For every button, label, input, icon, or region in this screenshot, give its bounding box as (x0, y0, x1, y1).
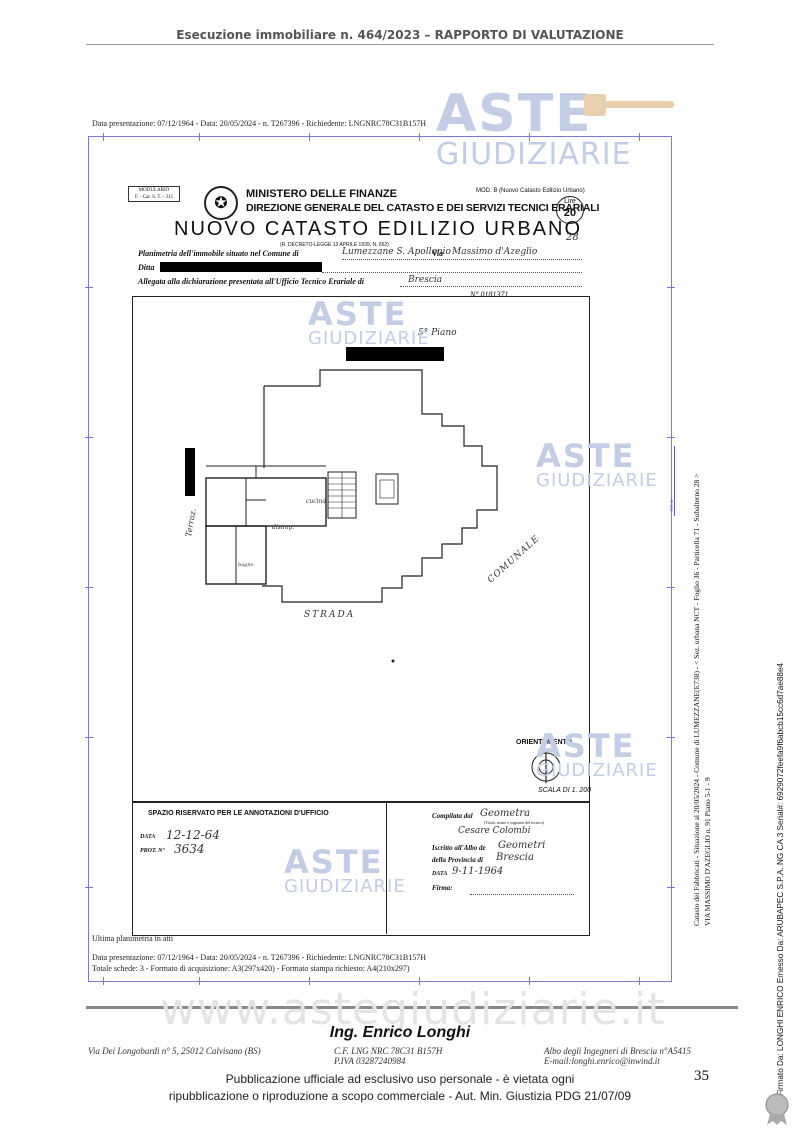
side-blue-mark (674, 446, 675, 516)
page-number: 35 (694, 1068, 709, 1084)
planimetria-line (342, 259, 582, 260)
lire-stamp: Lire 20 (556, 196, 584, 224)
direction-name: DIREZIONE GENERALE DEL CATASTO E DEI SER… (246, 202, 600, 214)
mod-b-label: MOD. B (Nuovo Catasto Edilizio Urbano) (476, 188, 585, 194)
ministry-name: MINISTERO DELLE FINANZE (246, 188, 397, 200)
publication-line-1: Pubblicazione ufficiale ad esclusivo uso… (225, 1072, 575, 1086)
firma-label: Firma: (432, 884, 453, 892)
footer-address: Via Dei Longobardi n° 5, 25012 Calvisano… (88, 1046, 261, 1056)
compilata-note: (Titolo, nome e cognome del tecnico) (484, 820, 545, 825)
emblem-icon: ✪ (204, 186, 238, 220)
footer-cf: C.F. LNG NRC 78C31 B157H (334, 1046, 443, 1056)
redaction-bar-owner (160, 262, 322, 272)
ufficio-value: Brescia (408, 275, 443, 285)
via-label: Via (432, 249, 444, 258)
gavel-icon (580, 90, 676, 120)
provincia-value: Brescia (496, 852, 534, 863)
allegata-label: Allegata alla dichiarazione presentata a… (138, 277, 364, 286)
watermark-office: ASTE GIUDIZIARIE (284, 843, 406, 897)
redaction-bar-plan (346, 347, 444, 361)
office-prot-label: PROT. N° (140, 848, 165, 854)
data2-value: 9-11-1964 (452, 866, 504, 877)
iscritto-label: Iscritto all'Albo de (432, 844, 486, 852)
footer-rule (86, 1006, 738, 1009)
bottom-meta-2: Totale schede: 3 - Formato di acquisizio… (92, 964, 410, 973)
bagno-label: bagno (238, 562, 254, 568)
decree-text: (R. DECRETO-LEGGE 13 APRILE 1939, N. 652… (280, 242, 389, 248)
header-rule (86, 44, 714, 45)
watermark-lower: ASTE GIUDIZIARIE (536, 727, 658, 781)
page-header-title: Esecuzione immobiliare n. 464/2023 – RAP… (176, 28, 624, 42)
office-annotations-box (132, 802, 590, 936)
watermark-right: ASTE GIUDIZIARIE (536, 437, 658, 491)
office-title: SPAZIO RISERVATO PER LE ANNOTAZIONI D'UF… (148, 810, 329, 817)
bottom-meta-1: Data presentazione: 07/12/1964 - Data: 2… (92, 953, 427, 962)
pratica-number: N° 0181371 (470, 290, 509, 299)
footer-watermark-site: www.astegiudiziarie.it (160, 984, 666, 1035)
side-cadastral-text: Catasto dei Fabbricati - Situazione al 2… (692, 473, 701, 926)
floor-plan-box (132, 296, 590, 802)
tecnico-name: Cesare Colombi (458, 826, 531, 836)
iscritto-value: Geometri (498, 840, 546, 851)
footer-engineer-name: Ing. Enrico Longhi (329, 1024, 471, 1041)
allegata-line (400, 286, 582, 287)
planimetria-label: Planimetria dell'immobile situato nel Co… (138, 249, 299, 258)
side-address-text: VIA MASSIMO D'AZEGLIO n. 91 Piano 5-1 - … (703, 777, 712, 926)
compilata-label: Compilata dal (432, 812, 473, 820)
firma-line (470, 894, 574, 895)
cucina-label: cucina (306, 498, 326, 505)
catasto-title: NUOVO CATASTO EDILIZIO URBANO (174, 218, 583, 240)
footer-piva: P.IVA 03287240984 (334, 1056, 406, 1066)
office-date-label: DATA (140, 834, 156, 840)
watermark-plan: ASTE GIUDIZIARIE (308, 295, 430, 349)
seal-badge-icon (762, 1092, 792, 1126)
modulario-box: MODULARIO F. - Cat. S. T. - 315 (128, 186, 180, 202)
via-value: Massimo d'Azeglio (452, 247, 538, 257)
ultima-planimetria: Ultima planimetria in atti (92, 934, 174, 943)
cadastral-frame (85, 133, 675, 985)
ditta-label: Ditta (138, 263, 155, 272)
office-prot-value: 3634 (174, 842, 205, 856)
floor-label: 5° Piano (418, 328, 457, 338)
watermark-top: ASTE GIUDIZIARIE (436, 84, 632, 172)
data2-label: DATA (432, 871, 448, 877)
comune-value: Lumezzane S. Apollonio (342, 247, 451, 257)
redaction-bar-side (185, 448, 195, 496)
scale-label: SCALA DI 1. 200 (538, 787, 592, 794)
footer-email: E-mail:longhi.enrico@inwind.it (544, 1056, 660, 1066)
office-date-value: 12-12-64 (166, 828, 220, 842)
sheet-number: 28 (566, 232, 579, 243)
floor-plan-drawing (205, 369, 561, 783)
strada-label: STRADA (304, 610, 356, 620)
ditta-line (322, 272, 582, 273)
compilata-value: Geometra (480, 808, 531, 819)
top-meta: Data presentazione: 07/12/1964 - Data: 2… (92, 119, 427, 128)
office-left-panel (132, 802, 387, 934)
provincia-label: della Provincia di (432, 856, 483, 864)
orientation-label: ORIENTAMENTO (516, 739, 573, 746)
publication-line-2: ripubblicazione o riproduzione a scopo c… (168, 1089, 632, 1103)
disimpegno-label: disimp. (272, 524, 295, 531)
footer-albo: Albo degli Ingegneri di Brescia n°A5415 (544, 1046, 691, 1056)
